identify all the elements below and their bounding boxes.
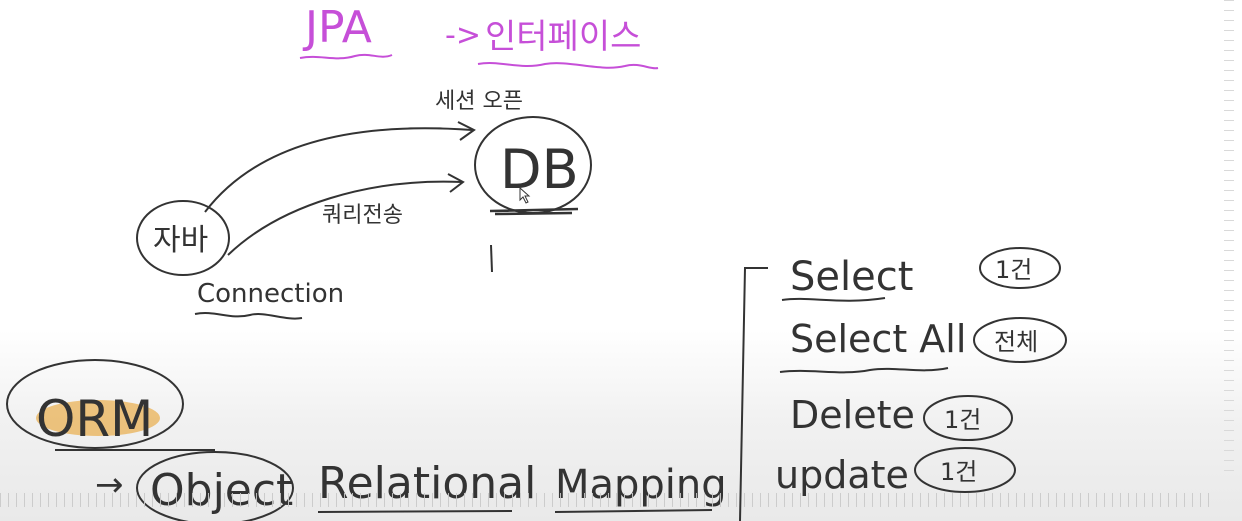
- connection-underline: [194, 312, 303, 320]
- session-arrow: [204, 127, 473, 213]
- object-circle: [136, 451, 294, 521]
- op-select-count-circle: [979, 247, 1061, 289]
- op-delete-name: Delete: [790, 393, 915, 437]
- interface-underline: [477, 62, 659, 70]
- op-select-name: Select: [790, 254, 913, 300]
- op-selectall-count-circle: [973, 317, 1067, 363]
- mapping-underline: [554, 509, 713, 513]
- connection-label: Connection: [197, 279, 344, 309]
- op-update-count-circle: [914, 447, 1016, 493]
- op-select-count: 1건: [995, 256, 1032, 284]
- jpa-label: JPA: [302, 2, 372, 53]
- op-selectall-count: 전체: [994, 328, 1038, 356]
- orm-highlight: [36, 400, 160, 436]
- video-timeline-bar[interactable]: [0, 493, 1212, 507]
- jpa-arrow: ->: [445, 18, 481, 53]
- vertical-scrollbar[interactable]: [1224, 0, 1234, 480]
- jpa-underline: [299, 53, 393, 60]
- operations-bracket: [739, 267, 768, 521]
- op-update-name: update: [775, 453, 909, 497]
- orm-title: ORM: [36, 390, 153, 448]
- session-arrowhead: [457, 121, 476, 141]
- op-select-underline: [781, 297, 886, 302]
- java-circle: [136, 200, 230, 276]
- db-base-line: [489, 207, 579, 216]
- op-update-count: 1건: [940, 458, 977, 486]
- session-label: 세션 오픈: [435, 89, 523, 114]
- java-label: 자바: [153, 223, 208, 258]
- orm-circle: [6, 359, 184, 449]
- op-delete-count: 1건: [944, 406, 981, 434]
- interface-label: 인터페이스: [485, 17, 641, 57]
- db-label: DB: [500, 138, 579, 201]
- relational-underline: [317, 510, 513, 513]
- query-label: 쿼리전송: [322, 203, 403, 228]
- object-label: Object: [150, 465, 293, 516]
- op-selectall-underline: [779, 367, 949, 374]
- op-selectall-name: Select All: [790, 317, 966, 361]
- db-tick: [490, 244, 493, 273]
- query-arrowhead: [447, 173, 465, 193]
- mouse-cursor-icon: [519, 186, 531, 204]
- op-delete-count-circle: [923, 395, 1013, 441]
- query-arrow: [227, 180, 463, 256]
